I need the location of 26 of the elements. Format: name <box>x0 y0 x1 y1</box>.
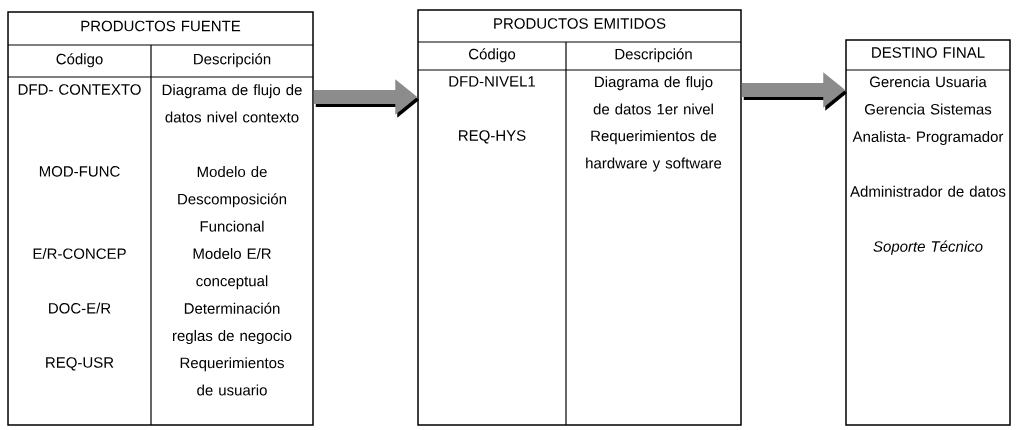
code-text: DFD- CONTEXTO <box>18 84 141 95</box>
description-text: Determinación reglas de negocio <box>172 302 292 345</box>
description-text: Requerimientos de usuario <box>180 357 284 396</box>
table-title: PRODUCTOS FUENTE <box>81 20 241 32</box>
list-item: Administrador de datos <box>850 185 1006 197</box>
description-text: Modelo E/R conceptual <box>193 248 271 290</box>
table-title: DESTINO FINAL <box>872 47 985 58</box>
list-item: Gerencia Sistemas <box>865 103 992 115</box>
code-text: DOC-E/R <box>49 302 111 314</box>
list-item: Soporte Técnico <box>873 240 983 255</box>
description-text: Modelo de Descomposición Funcional <box>178 166 287 232</box>
description-text: Requerimientos de hardware y software <box>586 130 722 172</box>
list-item: Gerencia Usuaria <box>870 76 987 88</box>
table-title: PRODUCTOS EMITIDOS <box>494 18 666 29</box>
column-header: Descripción <box>194 53 271 68</box>
code-text: REQ-USR <box>46 357 114 371</box>
column-header: Código <box>56 53 103 68</box>
code-text: REQ-HYS <box>459 130 526 144</box>
column-header: Código <box>469 48 516 63</box>
code-text: E/R-CONCEP <box>33 248 126 259</box>
description-text: Diagrama de flujo de datos nivel contexto <box>162 84 302 123</box>
description-text: Diagrama de flujo de datos 1er nivel <box>593 76 713 115</box>
column-header: Descripción <box>615 48 692 63</box>
code-text: DFD-NIVEL1 <box>449 76 535 87</box>
code-text: MOD-FUNC <box>39 166 120 177</box>
list-item: Analista- Programador <box>852 131 1004 145</box>
